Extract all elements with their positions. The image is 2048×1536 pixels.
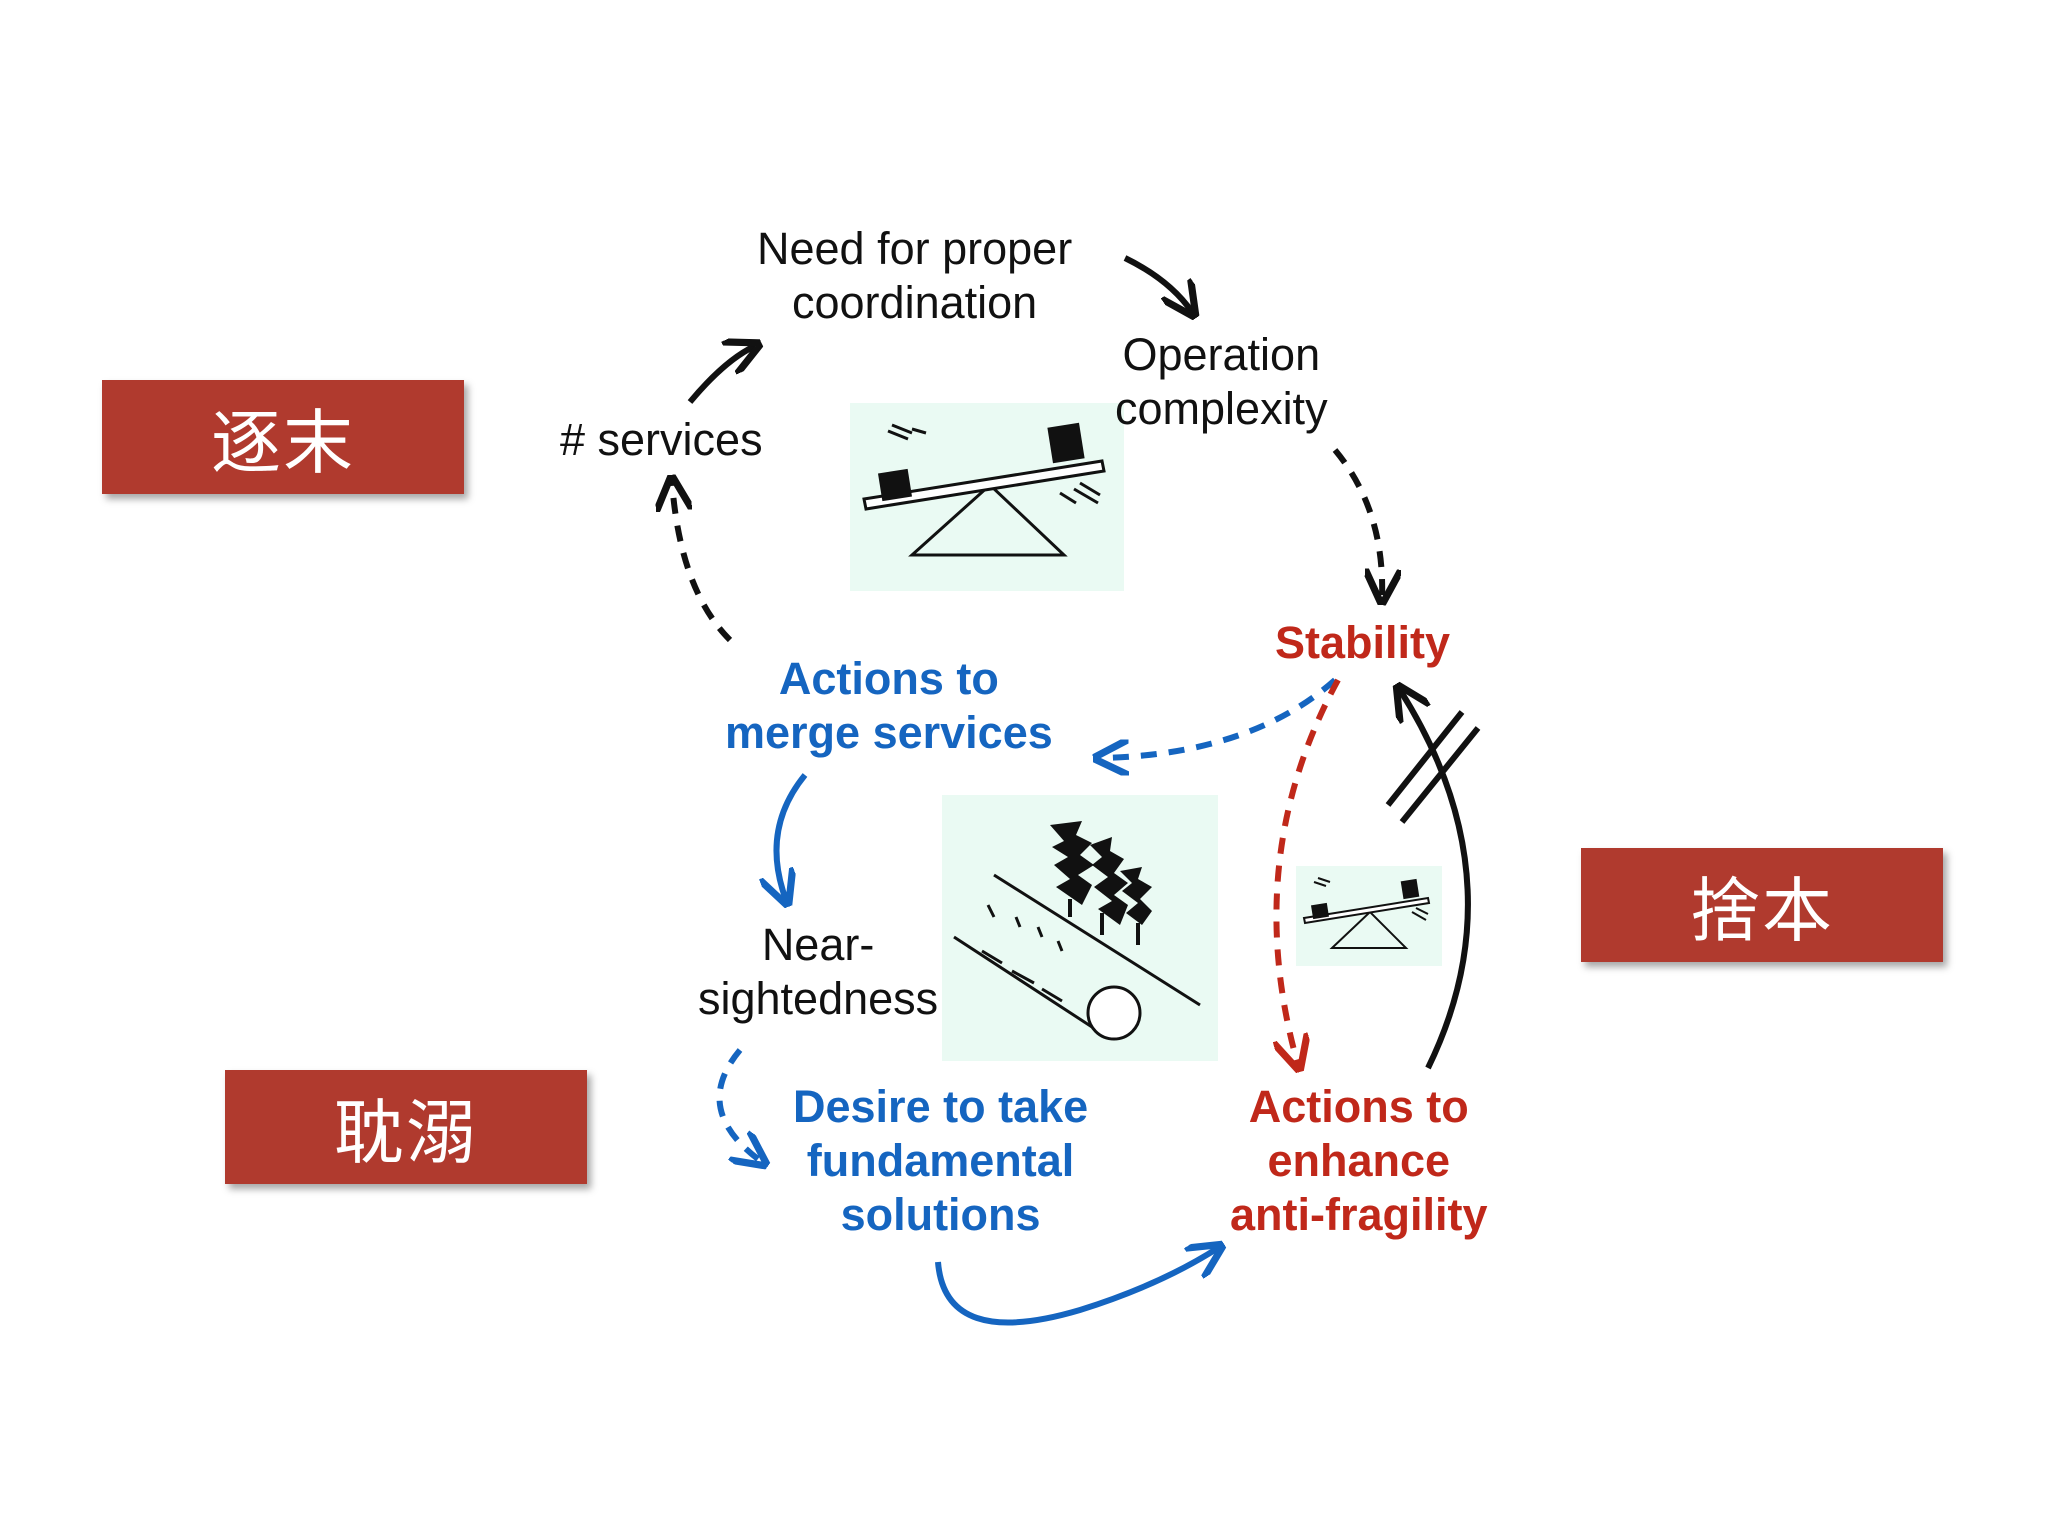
node-desire-line3: solutions [840, 1189, 1041, 1240]
arrow-nearsightedness-to-desire [716, 1048, 762, 1162]
arrow-stability-to-enhance [1276, 678, 1341, 1065]
node-near-line1: Near- [761, 919, 875, 970]
arrow-coordination-to-complexity [1123, 255, 1192, 312]
node-stability: Stability [1275, 616, 1450, 670]
seesaw-illustration-large [850, 403, 1124, 591]
seesaw-illustration-small [1296, 866, 1442, 966]
tag-right: 捨本 [1581, 848, 1943, 962]
node-desire-line2: fundamental [806, 1135, 1075, 1186]
node-need-for-coordination: Need for proper coordination [757, 222, 1072, 330]
node-services-text: # services [560, 414, 763, 465]
node-desire-fundamental-solutions: Desire to take fundamental solutions [793, 1080, 1088, 1242]
node-enhance-line3: anti-fragility [1230, 1189, 1488, 1240]
node-op-line1: Operation [1122, 329, 1321, 380]
node-op-line2: complexity [1115, 383, 1328, 434]
node-merge-line2: merge services [725, 707, 1053, 758]
arrow-services-to-coordination [687, 346, 755, 404]
boulder-downhill-icon [953, 821, 1201, 1041]
node-enhance-line1: Actions to [1248, 1081, 1469, 1132]
arrow-complexity-to-stability [1332, 448, 1382, 598]
arrow-stability-to-merge [1100, 677, 1337, 758]
node-desire-line1: Desire to take [793, 1081, 1089, 1132]
rolling-ball-illustration [942, 795, 1218, 1061]
node-stability-text: Stability [1275, 617, 1451, 668]
node-services: # services [560, 413, 763, 467]
seesaw-icon-small [1302, 877, 1431, 949]
node-near-line2: sightedness [698, 973, 939, 1024]
node-need-line1: Need for proper [757, 223, 1073, 274]
node-operation-complexity: Operation complexity [1115, 328, 1328, 436]
seesaw-icon [862, 422, 1106, 557]
arrow-merge-to-services [672, 482, 733, 643]
node-merge-line1: Actions to [778, 653, 999, 704]
delay-mark [1385, 710, 1481, 824]
node-actions-merge-services: Actions to merge services [725, 652, 1053, 760]
node-actions-enhance-antifragility: Actions to enhance anti-fragility [1230, 1080, 1488, 1242]
arrow-merge-to-nearsightedness [776, 773, 808, 900]
node-nearsightedness: Near- sightedness [698, 918, 938, 1026]
node-need-line2: coordination [792, 277, 1038, 328]
node-enhance-line2: enhance [1267, 1135, 1451, 1186]
tag-top-left: 逐末 [102, 380, 464, 494]
arrow-enhance-to-stability [1400, 690, 1471, 1070]
arrow-desire-to-enhance [935, 1248, 1218, 1326]
tag-bottom-left: 耽溺 [225, 1070, 587, 1184]
